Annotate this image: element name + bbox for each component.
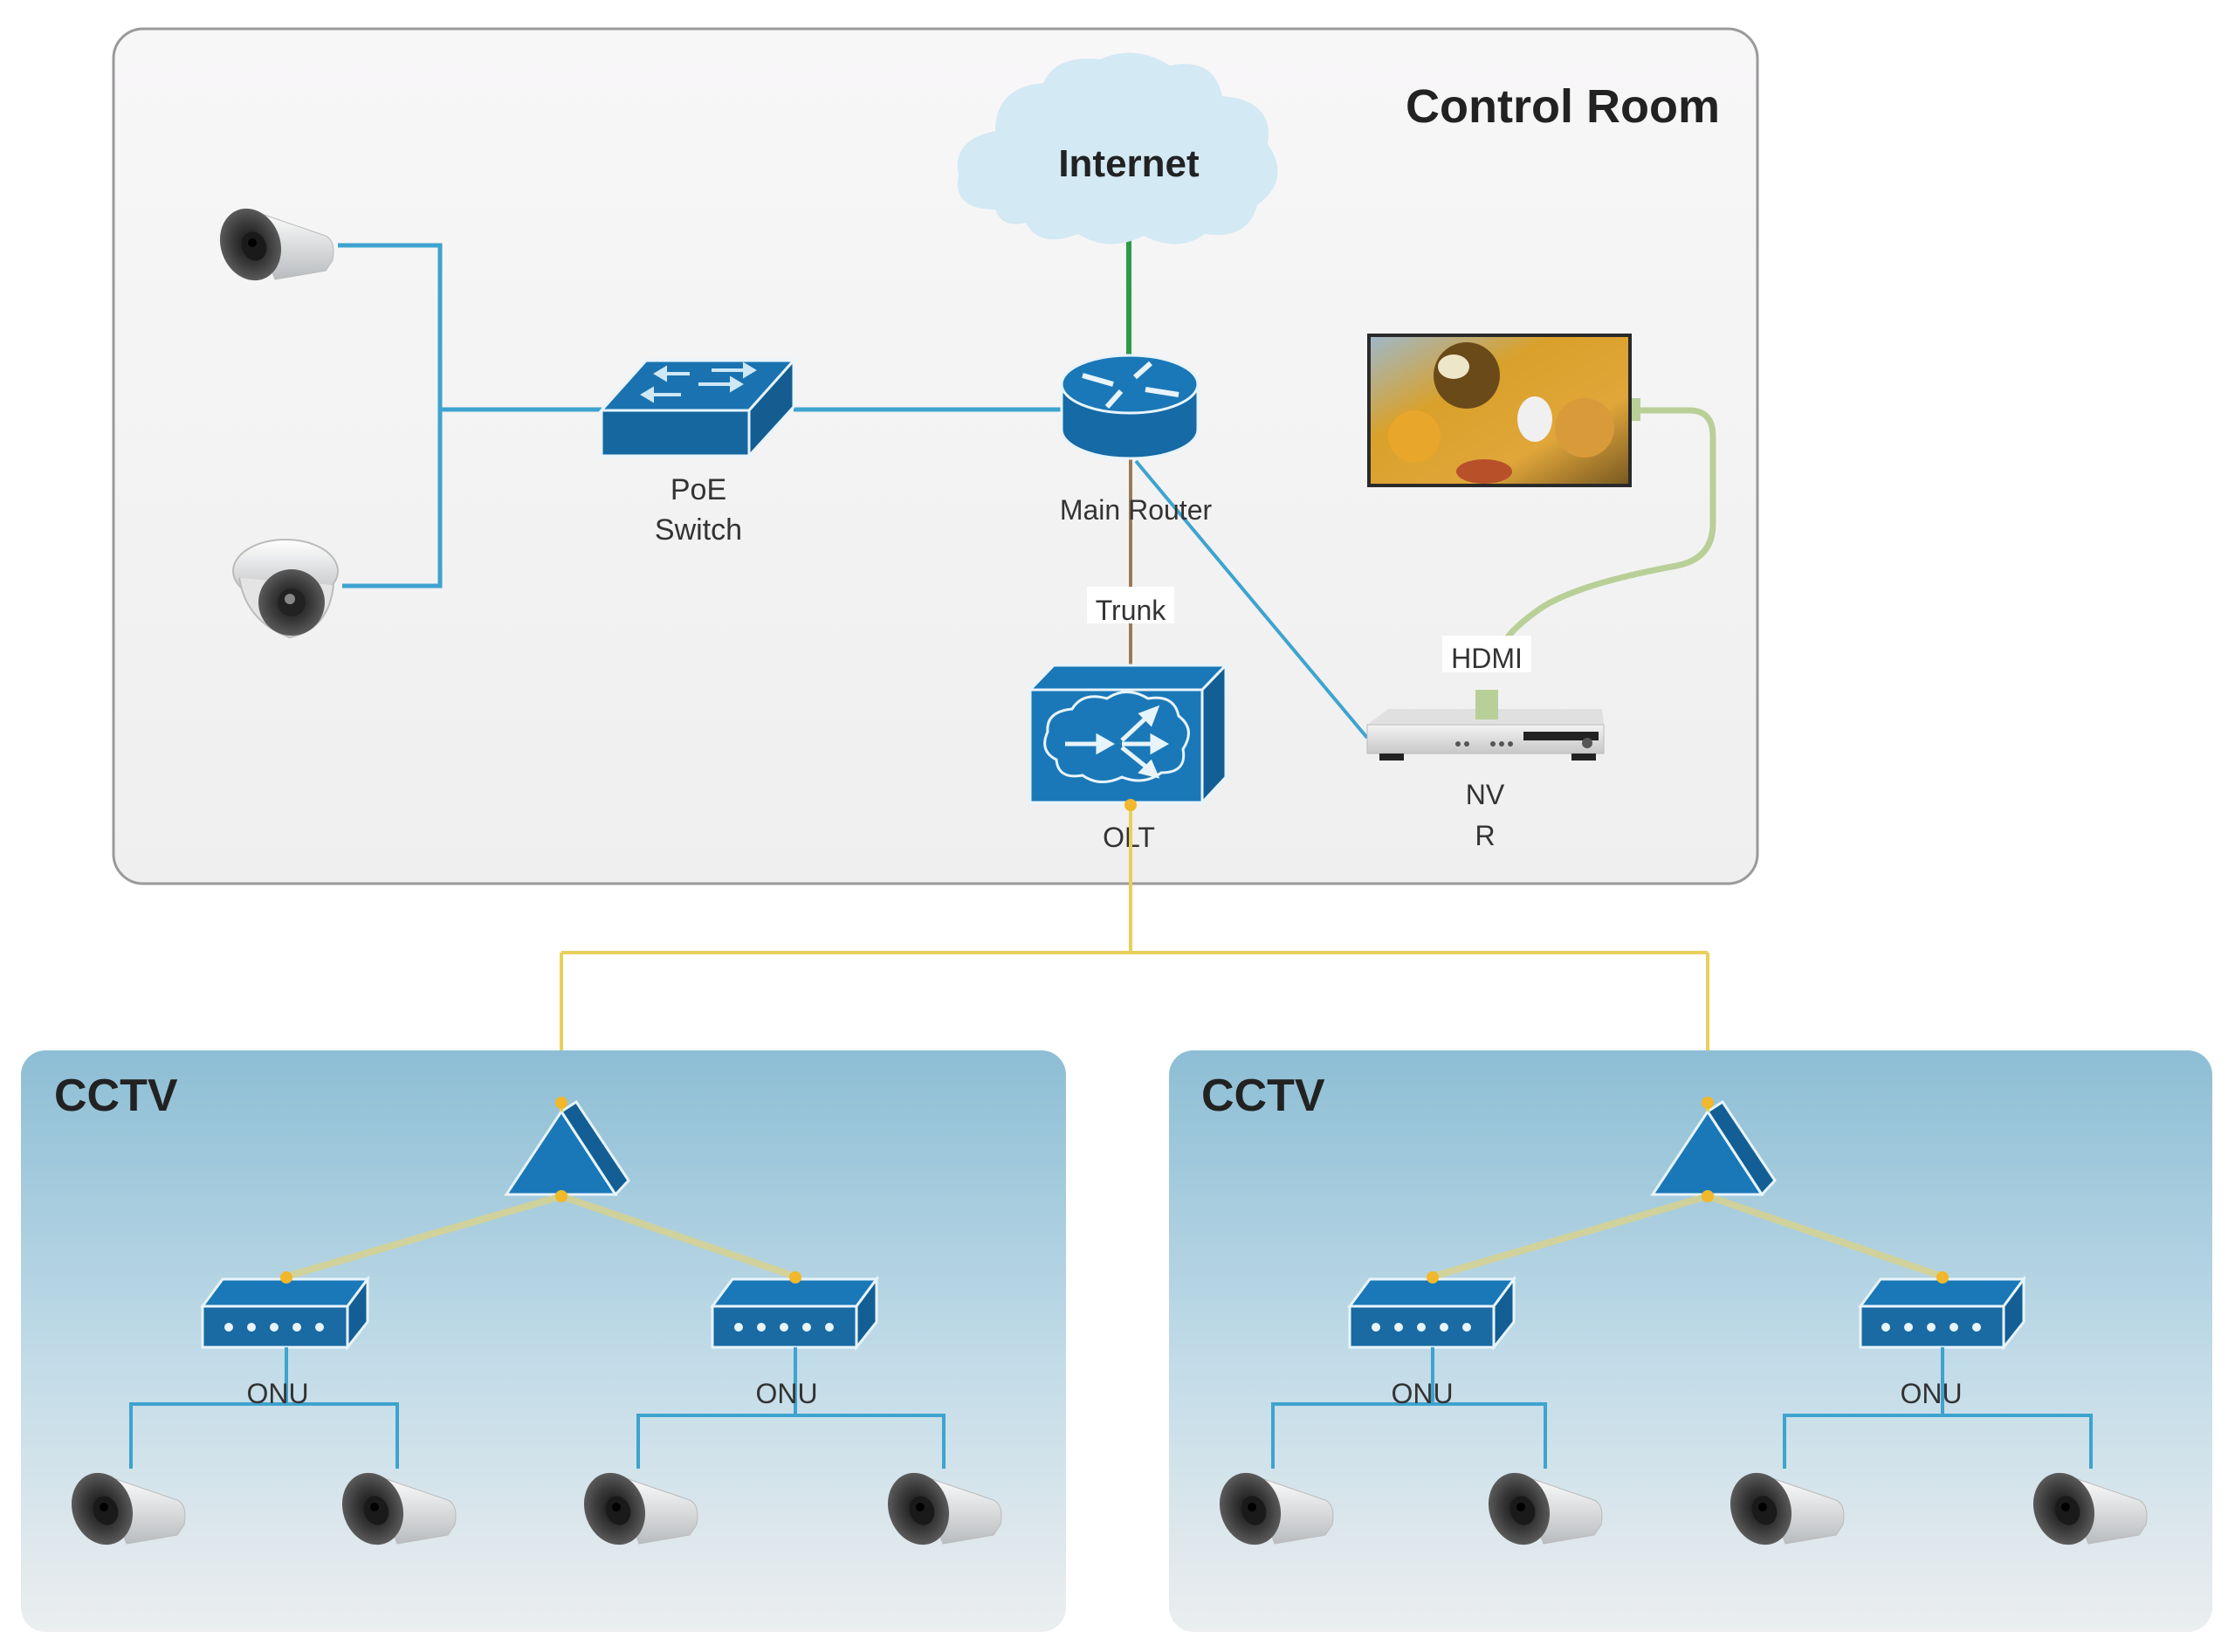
internet-label: Internet (1058, 142, 1200, 185)
onu-icon (200, 1275, 370, 1352)
onu-label: ONU (755, 1378, 817, 1409)
hdmi-cable (1496, 407, 1716, 652)
nvr-label-line1: NV (1466, 779, 1505, 810)
control-room-panel (112, 27, 1759, 885)
onu-label: ONU (1900, 1378, 1962, 1409)
cctv-zone-1: CCTV (21, 1050, 1066, 1632)
control-room-title: Control Room (1406, 80, 1720, 133)
onu-icon (710, 1275, 879, 1352)
poe-switch-label-line1: PoE (670, 473, 726, 506)
hdmi-connector-nvr (1475, 690, 1498, 719)
router-label: Main Router (1060, 494, 1213, 526)
cctv-zone-panel (21, 1050, 1066, 1632)
onu-label: ONU (246, 1378, 308, 1409)
onu-label: ONU (1391, 1378, 1453, 1409)
nvr-label-line2: R (1475, 820, 1495, 851)
cctv-zone-title: CCTV (54, 1070, 178, 1121)
trunk-label: Trunk (1096, 595, 1167, 626)
nvr-icon (1366, 709, 1605, 761)
onu-icon (1347, 1275, 1516, 1352)
onu-icon (1858, 1275, 2026, 1352)
poe-switch-label-line2: Switch (655, 513, 742, 547)
router-nvr-link-line (1134, 459, 1369, 740)
hdmi-label-bg (1442, 636, 1531, 672)
monitor-icon (1367, 334, 1632, 487)
cctv-zone-title: CCTV (1201, 1070, 1325, 1121)
poe-switch-icon (598, 357, 797, 459)
hdmi-label: HDMI (1451, 643, 1523, 674)
cctv-zone-2: CCTV O (1169, 1050, 2212, 1632)
ethernet-lines-left (338, 243, 1062, 589)
trunk-label-bg (1087, 587, 1174, 623)
router-icon (1060, 354, 1200, 460)
internet-cloud: Internet (957, 52, 1278, 244)
olt-icon (1027, 662, 1229, 806)
olt-port-dot (1124, 799, 1137, 811)
dome-camera-icon (232, 539, 339, 639)
cctv-zone-panel (1169, 1050, 2212, 1632)
